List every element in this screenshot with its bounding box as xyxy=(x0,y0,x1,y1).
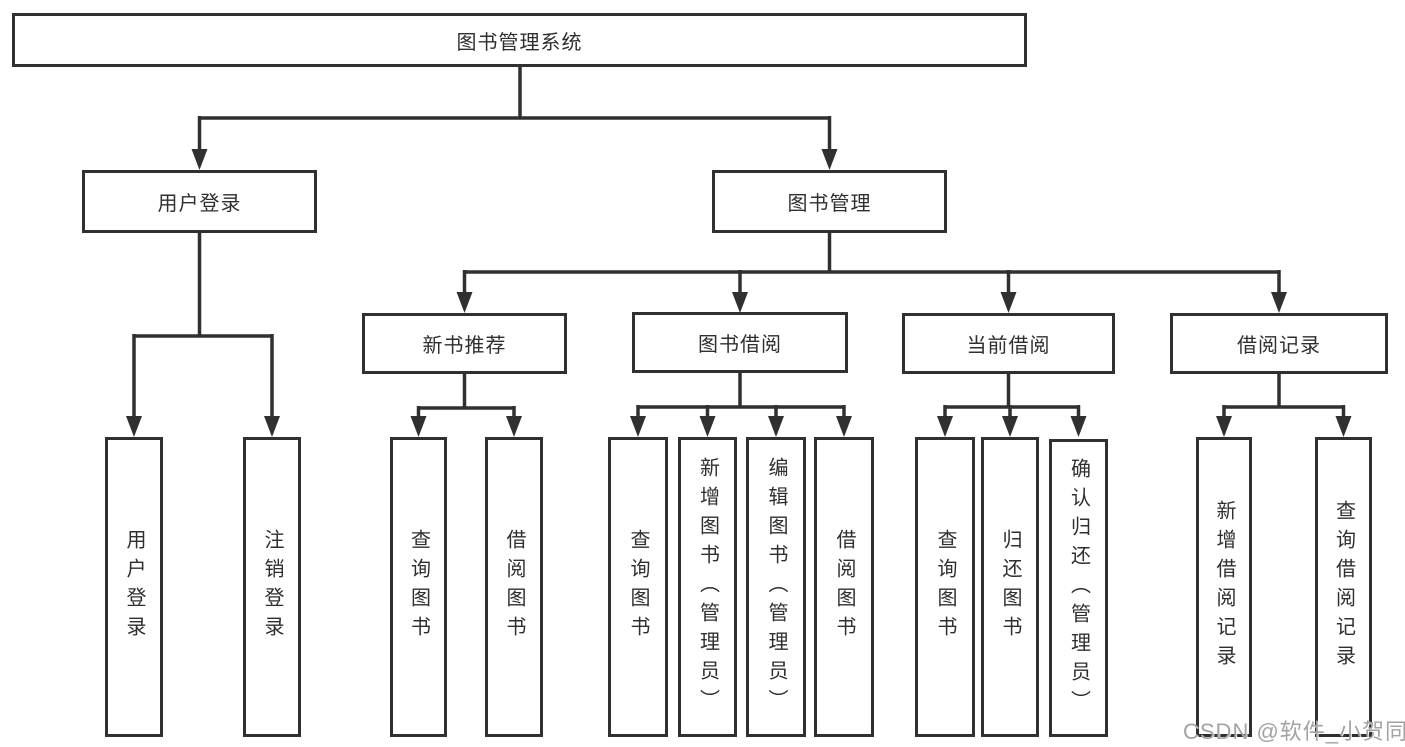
node-label: 借阅记录 xyxy=(1237,335,1321,357)
arrow-down-icon xyxy=(1271,292,1287,313)
arrow-down-icon xyxy=(1216,416,1232,437)
leaf-borrow-books-recommend: 借阅图书 xyxy=(485,437,543,737)
node-label: 图书管理 xyxy=(787,193,872,215)
leaf-logout: 注销登录 xyxy=(243,437,301,737)
node-label: 图书借阅 xyxy=(698,334,782,356)
node-label: 确认归还（管理员） xyxy=(1067,457,1090,719)
node-new-book-recommendation: 新书推荐 xyxy=(362,313,567,374)
node-root-system: 图书管理系统 xyxy=(12,13,1027,67)
arrow-down-icon xyxy=(937,416,953,437)
csdn-watermark: CSDN @软件_小贺同学 xyxy=(1183,719,1405,744)
arrow-down-icon xyxy=(732,292,748,313)
node-label: 图书管理系统 xyxy=(456,31,583,54)
leaf-query-borrow-record: 查询借阅记录 xyxy=(1315,437,1372,737)
arrow-down-icon xyxy=(506,416,522,437)
node-label: 借阅图书 xyxy=(503,529,525,645)
arrow-down-icon xyxy=(456,292,473,313)
node-label: 编辑图书（管理员） xyxy=(765,456,787,718)
leaf-query-books-recommend: 查询图书 xyxy=(390,437,447,737)
node-label: 查询图书 xyxy=(627,529,649,645)
node-label: 归还图书 xyxy=(999,529,1021,645)
node-label: 用户登录 xyxy=(123,529,145,645)
node-label: 查询图书 xyxy=(407,529,430,645)
node-label: 注销登录 xyxy=(261,529,283,645)
leaf-query-books-current: 查询图书 xyxy=(915,437,975,737)
leaf-borrow-books: 借阅图书 xyxy=(814,437,874,737)
leaf-query-books-borrowing: 查询图书 xyxy=(608,437,668,737)
arrow-down-icon xyxy=(191,149,208,170)
node-book-management: 图书管理 xyxy=(712,170,947,233)
arrow-down-icon xyxy=(630,416,646,437)
leaf-add-books-admin: 新增图书（管理员） xyxy=(678,437,737,737)
arrow-down-icon xyxy=(264,416,280,437)
node-label: 新书推荐 xyxy=(422,335,507,357)
node-user-login: 用户登录 xyxy=(82,170,317,233)
arrow-down-icon xyxy=(1002,416,1018,437)
arrow-down-icon xyxy=(836,416,852,437)
arrow-down-icon xyxy=(410,416,427,437)
arrow-down-icon xyxy=(1335,416,1352,437)
arrow-down-icon xyxy=(699,416,716,437)
node-book-borrowing: 图书借阅 xyxy=(632,312,848,373)
leaf-return-books: 归还图书 xyxy=(981,437,1039,737)
leaf-add-borrow-record: 新增借阅记录 xyxy=(1196,437,1252,737)
arrow-down-icon xyxy=(1000,292,1017,313)
node-current-borrowing: 当前借阅 xyxy=(902,313,1115,374)
leaf-edit-books-admin: 编辑图书（管理员） xyxy=(746,437,806,737)
node-label: 新增图书（管理员） xyxy=(696,456,719,718)
node-label: 新增借阅记录 xyxy=(1213,500,1235,674)
node-borrowing-records: 借阅记录 xyxy=(1170,313,1388,374)
node-label: 当前借阅 xyxy=(966,335,1051,357)
arrow-down-icon xyxy=(821,149,838,170)
arrow-down-icon xyxy=(768,416,784,437)
leaf-confirm-return-admin: 确认归还（管理员） xyxy=(1049,439,1108,737)
node-label: 查询图书 xyxy=(934,529,956,645)
arrow-down-icon xyxy=(126,416,142,437)
node-label: 用户登录 xyxy=(157,193,242,215)
arrow-down-icon xyxy=(1070,416,1087,437)
leaf-user-login: 用户登录 xyxy=(105,437,163,737)
node-label: 借阅图书 xyxy=(833,529,855,645)
node-label: 查询借阅记录 xyxy=(1332,500,1355,674)
